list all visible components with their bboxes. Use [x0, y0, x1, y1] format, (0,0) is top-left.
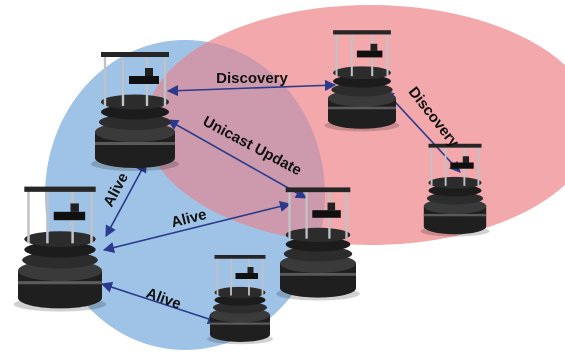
edge-label-discovery: Discovery	[216, 70, 288, 87]
turtlebot-robot-icon	[420, 143, 490, 237]
edge-arrow-robot-top-right-to-robot-far-right	[383, 89, 461, 173]
turtlebot-robot-icon	[91, 52, 179, 171]
turtlebot-robot-icon	[207, 255, 273, 345]
edge-arrow-robot-top-left-to-robot-top-right	[166, 79, 337, 97]
robots-layer	[13, 30, 490, 345]
turtlebot-robot-icon	[276, 187, 360, 301]
edge-arrow-robot-bottom-to-robot-left	[100, 281, 220, 325]
turtlebot-robot-icon	[13, 186, 107, 312]
edges-layer	[100, 79, 461, 325]
edge-arrow-robot-top-left-to-robot-center	[167, 119, 307, 199]
turtlebot-robot-icon	[324, 30, 400, 132]
edge-arrow-robot-center-to-robot-left	[102, 200, 292, 254]
